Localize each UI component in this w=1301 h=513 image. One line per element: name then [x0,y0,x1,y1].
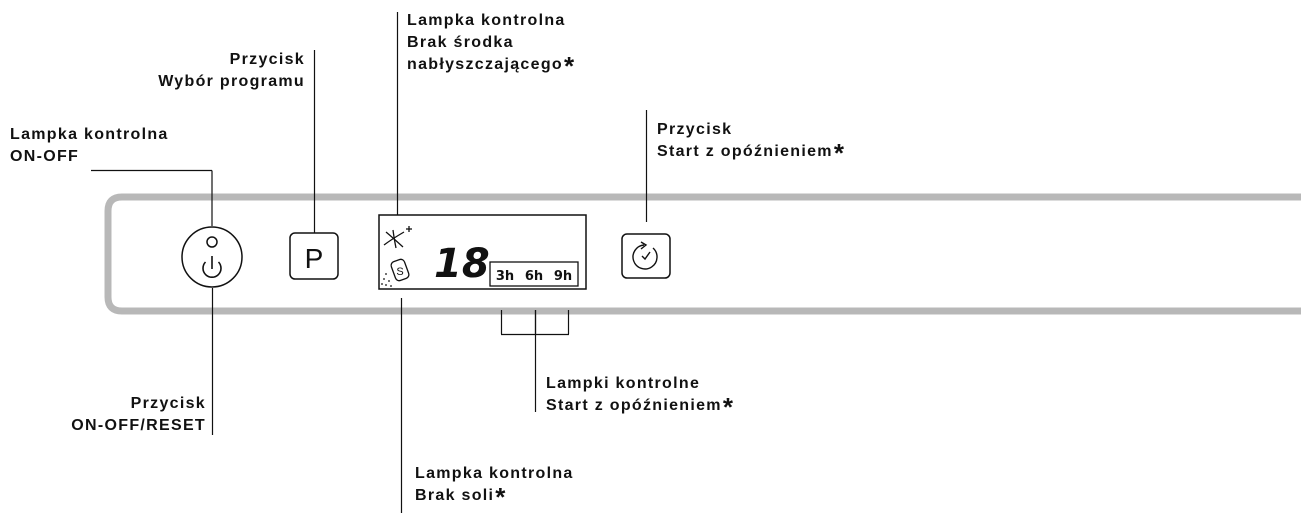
program-button-label: Przycisk Wybór programu [158,51,305,90]
power-icon [202,256,222,278]
delay-start-button[interactable] [621,233,671,279]
digit-readout: 18 [434,241,490,287]
delay-lamps-box [489,261,579,287]
delay-button-label: Przycisk Start z opóźnieniem* [657,121,844,168]
panel-frame [104,193,1301,315]
on-off-button[interactable] [181,226,243,288]
rinse-aid-lamp-label: Lampka kontrolna Brak środka nabłyszczaj… [407,12,575,81]
on-off-lamp [206,236,218,248]
on-off-lamp-label: Lampka kontrolna ON-OFF [10,126,169,165]
salt-lamp-label: Lampka kontrolna Brak soli* [415,465,574,512]
leader-lines [91,12,648,513]
sparkle-icon [383,226,412,249]
salt-symbol: S [396,266,403,278]
delay-lamps-label: Lampki kontrolne Start z opóźnieniem* [546,375,733,422]
clock-icon [632,241,658,270]
program-button[interactable]: P [289,232,339,280]
delay-option-3h: 3h [496,269,514,284]
on-off-reset-label: Przycisk ON-OFF/RESET [71,395,206,434]
delay-option-6h: 6h [525,269,543,284]
program-key-label: P [305,243,324,274]
delay-option-9h: 9h [554,269,572,284]
display: S 18 3h 6h 9h [378,214,587,290]
salt-icon: S [381,258,410,287]
